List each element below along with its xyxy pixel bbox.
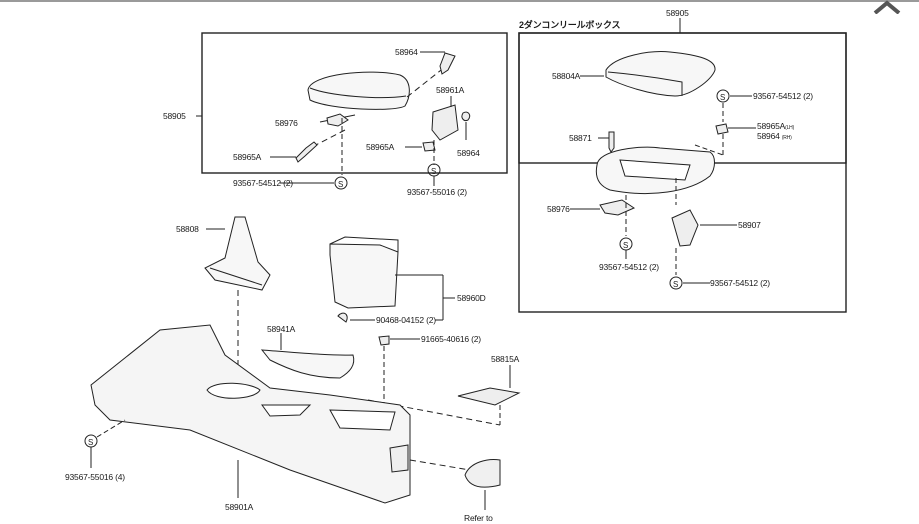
label-58964-right: 58964 — [457, 148, 480, 158]
label-lh: (LH) — [785, 125, 795, 131]
svg-text:S: S — [720, 93, 725, 102]
label-58976-left: 58976 — [275, 118, 298, 128]
shift-boot — [204, 216, 271, 291]
label-58871: 58871 — [569, 133, 592, 143]
label-screw-right-left: 93567-54512 (2) — [599, 262, 659, 272]
armrest-lid-right — [605, 51, 716, 97]
console-lid-pad — [457, 387, 521, 406]
label-rh: (RH) — [781, 135, 792, 141]
label-58941A: 58941A — [267, 324, 296, 334]
label-58905-right: 58905 — [666, 8, 689, 18]
svg-text:S: S — [673, 280, 678, 289]
label-screw-54512-left: 93567-54512 (2) — [233, 178, 293, 188]
refer-cover — [464, 459, 501, 488]
label-58960D: 58960D — [457, 293, 486, 303]
box-title-jp: 2ダンコンリールボックス — [519, 20, 621, 30]
console-body — [90, 324, 411, 504]
label-screw-right-top: 93567-54512 (2) — [753, 91, 813, 101]
trim-panel — [260, 349, 355, 379]
label-58901A: 58901A — [225, 502, 254, 512]
left-group-frame — [201, 32, 508, 174]
chevron-up-icon[interactable] — [872, 0, 902, 14]
svg-text:S: S — [88, 438, 93, 447]
label-58964-top: 58964 — [395, 47, 418, 57]
label-screw-right-bottom: 93567-54512 (2) — [710, 278, 770, 288]
label-58905-left: 58905 — [163, 111, 186, 121]
s-mark: S — [338, 180, 343, 189]
top-divider — [0, 0, 919, 2]
label-58965A-lh: 58965A(LH) — [757, 121, 795, 131]
cup-holder-box — [329, 243, 399, 309]
armrest-lid-left — [307, 71, 410, 110]
label-clip-90468: 90468-04152 (2) — [376, 315, 436, 325]
label-screw-55016-4: 93567-55016 (4) — [65, 472, 125, 482]
label-58964-rh: 58964 (RH) — [757, 131, 792, 141]
label-58815A: 58815A — [491, 354, 520, 364]
label-58965A-left: 58965A — [233, 152, 262, 162]
label-screw-91665: 91665-40616 (2) — [421, 334, 481, 344]
footer-refer-to: Refer to — [464, 513, 493, 523]
label-58976-right: 58976 — [547, 204, 570, 214]
label-58907: 58907 — [738, 220, 761, 230]
label-58965A-right: 58965A — [366, 142, 395, 152]
label-58808: 58808 — [176, 224, 199, 234]
svg-text:S: S — [623, 241, 628, 250]
label-screw-55016-left: 93567-55016 (2) — [407, 187, 467, 197]
label-58961A: 58961A — [436, 85, 465, 95]
label-58804A: 58804A — [552, 71, 581, 81]
svg-text:S: S — [431, 167, 436, 176]
